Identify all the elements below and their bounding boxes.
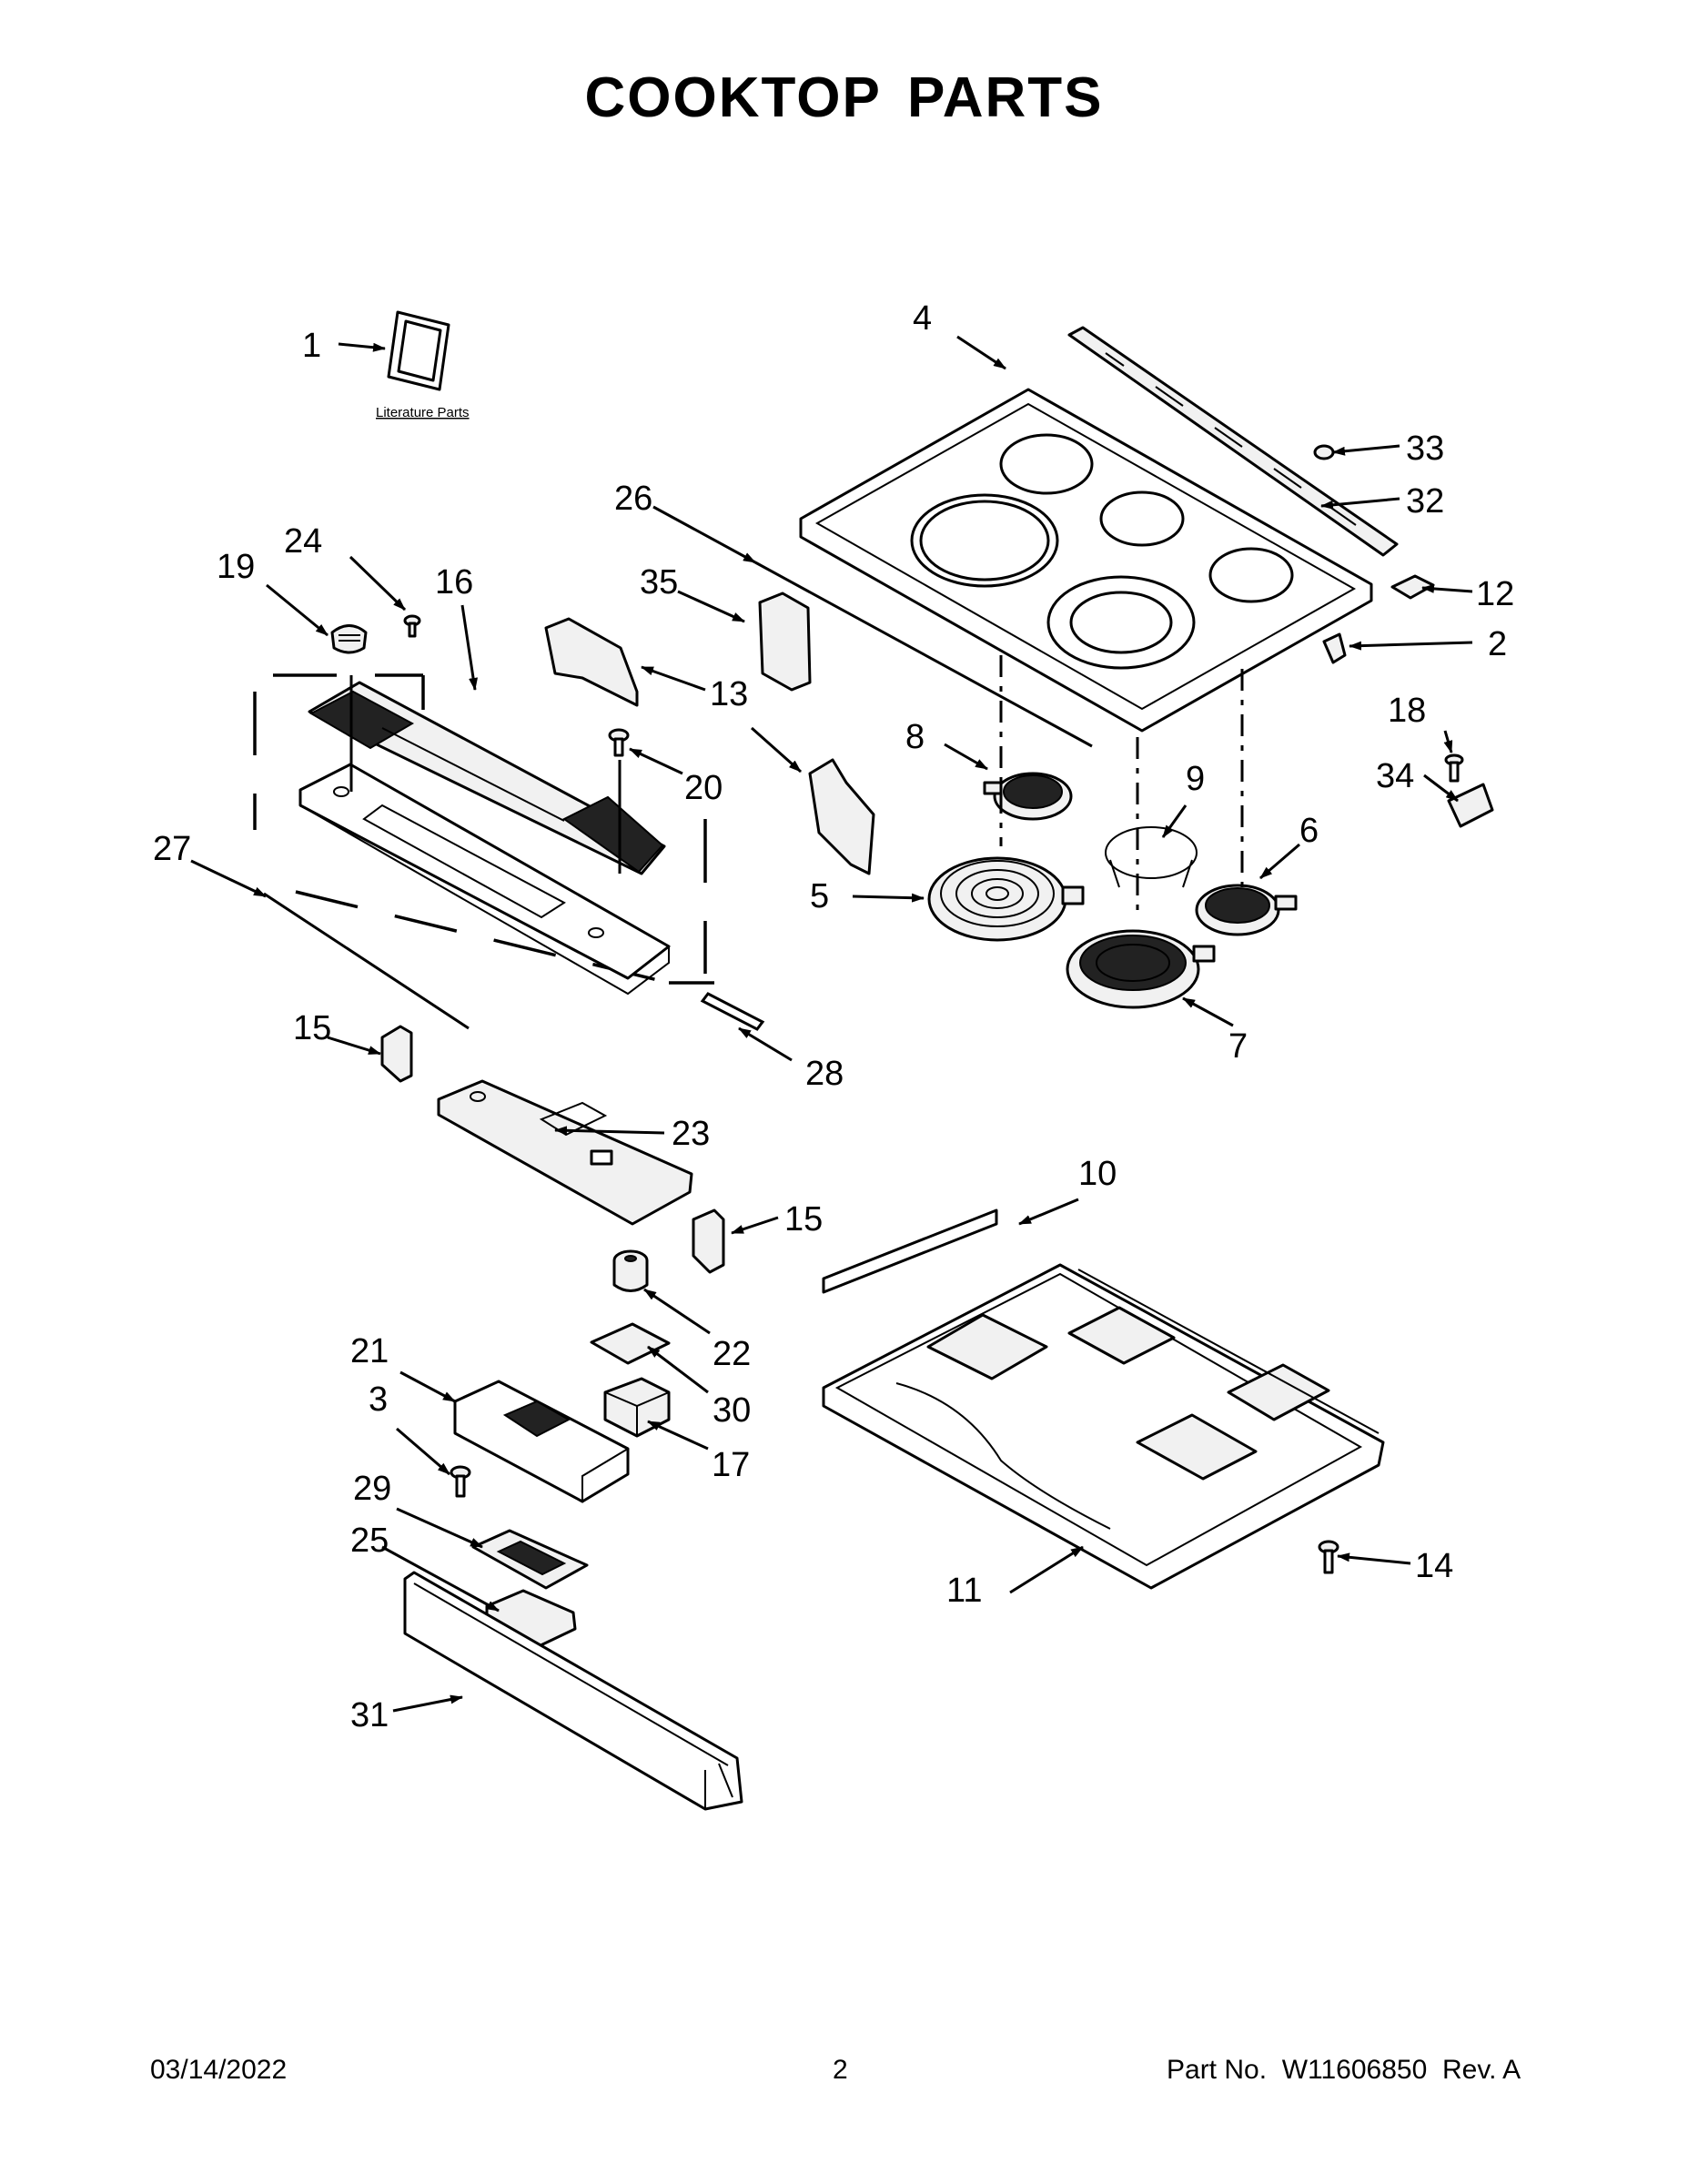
small-element-8-drawing bbox=[983, 772, 1073, 821]
callout-12: 12 bbox=[1476, 575, 1514, 613]
callout-26: 26 bbox=[614, 480, 652, 518]
screw-20-drawing bbox=[608, 728, 630, 757]
callout-29: 29 bbox=[353, 1470, 391, 1508]
callout-31: 31 bbox=[350, 1696, 389, 1734]
rev-label: Rev. bbox=[1441, 2055, 1497, 2085]
callout-1: 1 bbox=[302, 327, 321, 365]
plate-30-drawing bbox=[590, 1322, 671, 1365]
callout-15: 15 bbox=[784, 1200, 823, 1239]
callout-7: 7 bbox=[1228, 1027, 1248, 1066]
spacer-22-drawing bbox=[612, 1249, 649, 1292]
bottom-tray-drawing bbox=[822, 1208, 1385, 1590]
cooktop-bracket-drawing bbox=[1322, 632, 1347, 664]
callout-24: 24 bbox=[284, 522, 322, 561]
callout-labels: 1 2 3 4 5 6 7 8 9 10 11 12 13 14 15 15 1… bbox=[153, 299, 1514, 1734]
control-mount-23-drawing bbox=[437, 1079, 693, 1226]
callout-11: 11 bbox=[946, 1572, 982, 1610]
part-no-value: W11606850 bbox=[1281, 2055, 1428, 2085]
callout-5: 5 bbox=[810, 877, 829, 915]
wire-26-drawing bbox=[754, 561, 1093, 748]
callout-9: 9 bbox=[1186, 760, 1205, 798]
callout-33: 33 bbox=[1406, 430, 1444, 468]
bracket-13-upper-drawing bbox=[544, 617, 639, 707]
callout-25: 25 bbox=[350, 1522, 389, 1560]
callout-32: 32 bbox=[1406, 482, 1444, 521]
footer-date: 03/14/2022 bbox=[150, 2055, 288, 2085]
callout-2: 2 bbox=[1488, 625, 1507, 663]
callout-17: 17 bbox=[712, 1446, 750, 1484]
callout-19: 19 bbox=[217, 548, 255, 586]
wire-27-drawing bbox=[263, 892, 470, 1030]
bracket-13-lower-drawing bbox=[808, 758, 875, 875]
bracket-34-drawing bbox=[1447, 783, 1494, 828]
control-panel-assembly-drawing bbox=[253, 673, 714, 996]
callout-30: 30 bbox=[713, 1391, 751, 1430]
callout-15: 15 bbox=[293, 1009, 331, 1047]
footer-page-number: 2 bbox=[833, 2055, 848, 2085]
callout-16: 16 bbox=[435, 563, 473, 602]
screw-14-drawing bbox=[1318, 1540, 1339, 1574]
small-element-6-drawing bbox=[1195, 884, 1298, 936]
screw-3-drawing bbox=[450, 1465, 471, 1498]
bracket-15-right-drawing bbox=[692, 1208, 725, 1274]
callout-23: 23 bbox=[672, 1115, 710, 1153]
rev-value: A bbox=[1502, 2055, 1521, 2085]
callout-18: 18 bbox=[1388, 692, 1426, 730]
part-no-label: Part No. bbox=[1167, 2055, 1268, 2085]
bracket-35-drawing bbox=[758, 592, 812, 692]
cooktop-glass-drawing bbox=[799, 388, 1373, 733]
callout-27: 27 bbox=[153, 830, 191, 868]
callout-34: 34 bbox=[1376, 757, 1414, 795]
callout-28: 28 bbox=[805, 1055, 844, 1093]
callout-4: 4 bbox=[913, 299, 932, 338]
leader-arrows bbox=[190, 335, 1473, 1713]
control-board-21-drawing bbox=[453, 1380, 630, 1503]
grommet-drawing bbox=[1313, 444, 1335, 460]
callout-20: 20 bbox=[684, 769, 723, 807]
large-element-7-drawing bbox=[1066, 929, 1216, 1009]
gasket-28-drawing bbox=[700, 992, 765, 1031]
literature-parts-drawing: Literature Parts bbox=[376, 310, 470, 420]
rear-trim-drawing bbox=[1067, 326, 1399, 557]
large-element-5-drawing bbox=[927, 856, 1085, 942]
callout-35: 35 bbox=[640, 563, 678, 602]
screw-18-drawing bbox=[1444, 753, 1464, 783]
end-trim-31-drawing bbox=[403, 1571, 743, 1811]
footer-part-number: Part No. W11606850 Rev. A bbox=[1167, 2055, 1521, 2086]
callout-10: 10 bbox=[1078, 1155, 1117, 1193]
screw-24-drawing bbox=[403, 614, 421, 638]
callout-3: 3 bbox=[369, 1380, 388, 1419]
callout-14: 14 bbox=[1415, 1547, 1453, 1585]
callout-8: 8 bbox=[905, 718, 925, 756]
callout-21: 21 bbox=[350, 1332, 389, 1370]
callout-13: 13 bbox=[710, 675, 748, 713]
element-guard-9-drawing bbox=[1105, 826, 1198, 888]
page-title: COOKTOP PARTS bbox=[584, 66, 1104, 129]
bracket-15-left-drawing bbox=[380, 1025, 413, 1083]
callout-22: 22 bbox=[713, 1335, 751, 1373]
callout-6: 6 bbox=[1299, 812, 1319, 850]
knob-19-drawing bbox=[330, 624, 368, 654]
literature-parts-label: Literature Parts bbox=[376, 405, 470, 420]
keypad-29-drawing bbox=[471, 1529, 589, 1590]
